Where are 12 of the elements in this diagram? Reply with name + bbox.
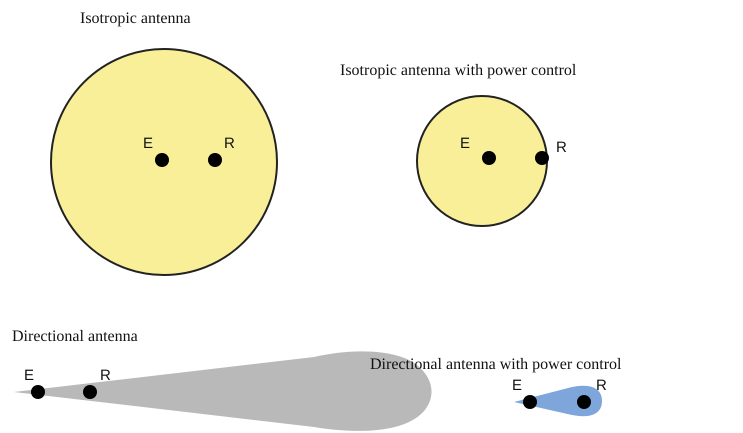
point-label: R <box>224 136 235 152</box>
point-label: R <box>556 140 567 156</box>
point-label: R <box>100 368 111 384</box>
panel-heading: Directional antenna with power control <box>370 356 622 374</box>
panel-heading: Isotropic antenna with power control <box>340 62 576 80</box>
point-label: E <box>460 136 470 152</box>
point-label: R <box>596 378 607 394</box>
point-label: E <box>512 378 522 394</box>
point-label: E <box>143 136 154 152</box>
panel-heading: Isotropic antenna <box>80 10 191 28</box>
panel-heading: Directional antenna <box>12 328 138 346</box>
point-label: E <box>24 368 34 384</box>
